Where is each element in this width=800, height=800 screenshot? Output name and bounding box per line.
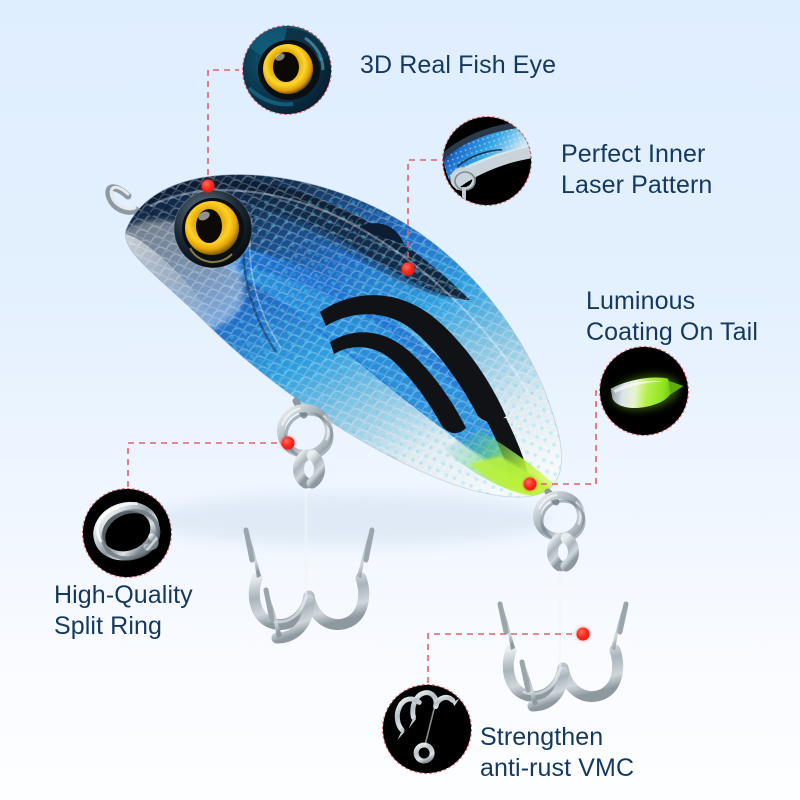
lure-nostrils [149,203,170,217]
thumbnail-luminous-tail[interactable] [599,346,689,436]
thumbnail-vmc-hook[interactable] [382,684,472,774]
lure-eye [173,189,253,269]
thumbnail-split-ring[interactable] [82,488,172,578]
front-treble-hook [248,449,370,644]
connector-laser-pattern [407,159,439,269]
anchor-dot-vmc-hooks [576,627,590,641]
callout-label-laser-pattern: Perfect Inner Laser Pattern [561,140,713,199]
front-hook-points [249,532,369,638]
callout-label-split-ring: High-Quality Split Ring [54,581,193,640]
rear-hook-assembly [497,488,629,712]
anchor-dot-laser-pattern [401,262,415,276]
callout-label-vmc-hooks: Strengthen anti-rust VMC [480,723,635,782]
connector-vmc-hooks [427,633,583,690]
thumbnail-fish-eye[interactable] [242,25,332,115]
connector-split-ring [127,442,288,492]
callout-label-fish-eye: 3D Real Fish Eye [360,51,557,79]
connector-luminous-tail [530,390,600,485]
rear-treble-hook [502,532,624,712]
thumbnail-laser-pattern[interactable] [442,116,532,206]
anchor-dot-fish-eye [201,179,215,193]
nose-line-tie [105,184,140,215]
callout-label-luminous-tail: Luminous Coating On Tail [586,287,758,346]
lure-shadow [150,494,550,546]
front-hook-assembly [243,397,375,644]
anchor-dot-split-ring [281,436,295,450]
connector-fish-eye [207,69,239,186]
anchor-dot-luminous-tail [523,477,537,491]
